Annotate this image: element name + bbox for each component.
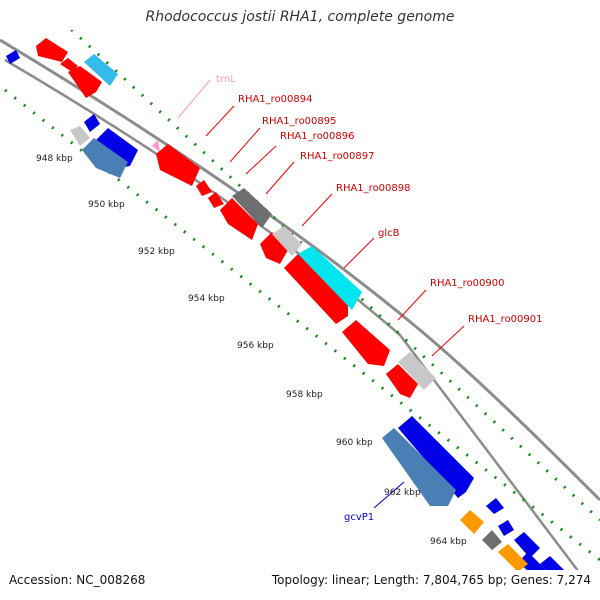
gene-arrow-cyan (298, 246, 362, 310)
scale-tick-label: 956 kbp (237, 341, 274, 351)
genome-backbone-line-outer (4, 58, 579, 570)
gene-arrow-red (68, 66, 102, 98)
gene-arrow-red (260, 232, 288, 264)
scale-tick-label: 962 kbp (384, 488, 421, 498)
scale-tick-label: 966 kbp (478, 587, 515, 597)
scale-tick-label: 948 kbp (36, 154, 73, 164)
label-leader (397, 289, 427, 321)
scale-tick-label: 958 kbp (286, 390, 323, 400)
scale-tick-label: 960 kbp (336, 438, 373, 448)
gene-arrow-lightgray (398, 352, 436, 390)
label-leader (431, 325, 465, 357)
gene-label: RHA1_ro00897 (300, 151, 375, 162)
gene-arrow-red (220, 198, 258, 240)
scale-tick-label: 964 kbp (430, 537, 467, 547)
gene-trna-trnL (152, 140, 160, 152)
gene-arrow-blue (84, 114, 100, 132)
accession-text: Accession: NC_008268 (9, 573, 146, 587)
scale-tick-label: 952 kbp (138, 247, 175, 257)
gene-arrow-orange (460, 510, 484, 534)
map-title: Rhodococcus jostii RHA1, complete genome (145, 9, 455, 25)
gene-arrow-blue (498, 520, 514, 536)
gene-arrow-red (60, 58, 78, 72)
scale-tick-label: 954 kbp (188, 294, 225, 304)
gene-arrow-blue (398, 416, 474, 498)
gene-arrow-steelblue (82, 138, 128, 178)
gene-arrow-blue (96, 128, 138, 168)
gene-arrow-lightgray (272, 226, 302, 256)
gene-arrow-red (208, 192, 224, 208)
label-leader (245, 145, 277, 175)
label-leader-trnL (177, 79, 211, 119)
genome-backbone-line (0, 38, 600, 502)
gene-arrow-gray (482, 530, 502, 550)
gene-arrow-blue-small (6, 50, 20, 64)
gene-arrow-skyblue (84, 54, 118, 86)
label-leader (343, 237, 375, 269)
gene-arrow-red (36, 38, 68, 62)
gene-arrow-blue (486, 498, 504, 514)
gene-arrow-red (342, 320, 390, 366)
genome-summary-text: Topology: linear; Length: 7,804,765 bp; … (271, 573, 591, 587)
gene-label: RHA1_ro00900 (430, 278, 505, 289)
gene-arrow-gray (232, 188, 272, 228)
gene-arrow-orange (498, 544, 528, 570)
gene-arrow-red (156, 144, 200, 186)
gene-arrow-red (196, 180, 212, 196)
label-leader (229, 127, 261, 163)
gene-label: RHA1_ro00898 (336, 183, 411, 194)
gene-arrow-red (284, 254, 348, 324)
gene-label: glcB (378, 228, 400, 239)
label-leader (205, 105, 235, 137)
gene-label: RHA1_ro00901 (468, 314, 543, 325)
gene-arrow-blue (540, 556, 564, 570)
gene-label-gcvP1: gcvP1 (344, 512, 374, 523)
gene-label-trnL: trnL (216, 74, 236, 85)
label-leader (301, 193, 333, 227)
scale-tick-label: 950 kbp (88, 200, 125, 210)
gene-arrow-lightgray (70, 126, 90, 146)
gene-arrow-steelblue (382, 428, 456, 506)
label-leader-gcvP1 (373, 481, 405, 509)
gene-label: RHA1_ro00895 (262, 116, 337, 127)
gene-arrow-navy (0, 0, 42, 22)
gene-label: RHA1_ro00896 (280, 131, 355, 142)
gene-label: RHA1_ro00894 (238, 94, 313, 105)
gene-arrow-red (386, 364, 418, 398)
gene-arrow-blue (514, 532, 540, 558)
label-leader (265, 161, 295, 195)
